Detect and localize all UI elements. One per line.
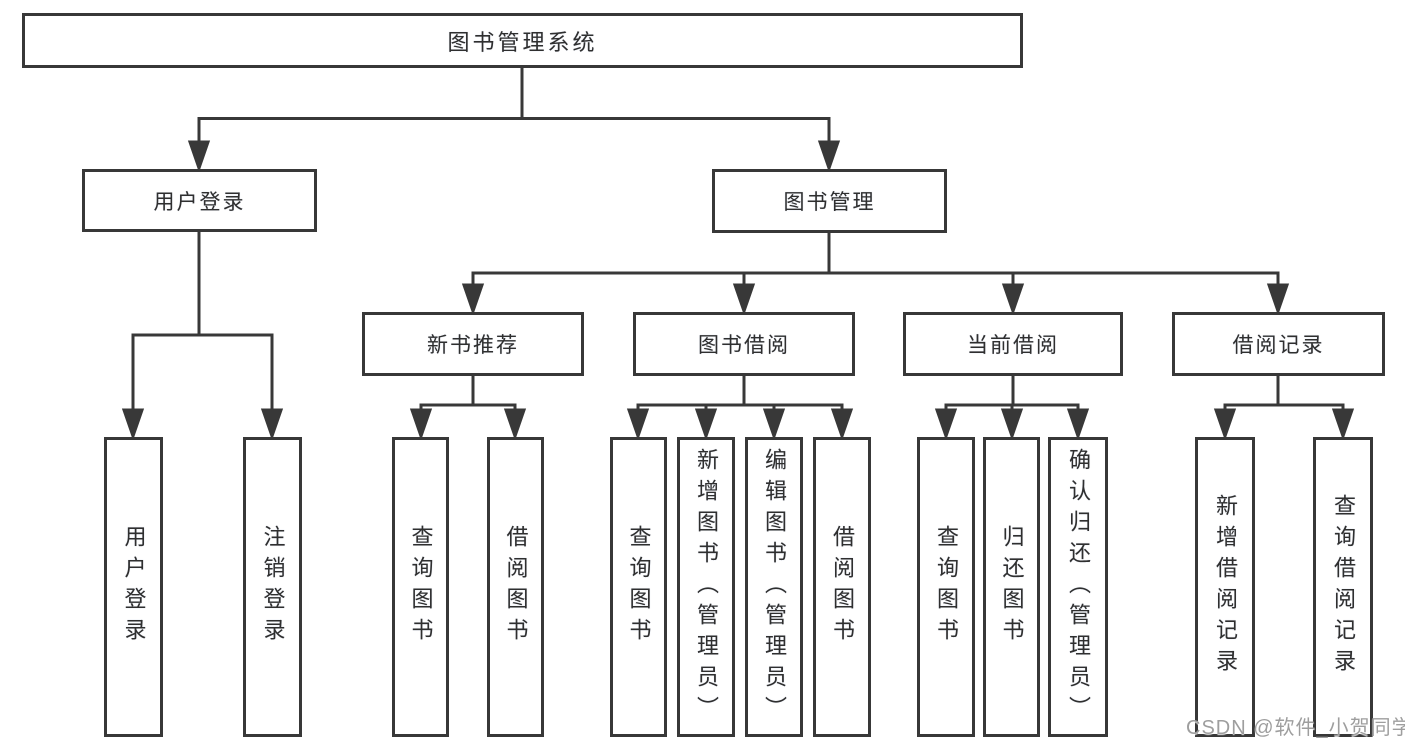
connector-current-borrow-to-leaves <box>934 376 1090 441</box>
connector-book-borrow-to-leaves <box>626 376 854 441</box>
node-current-borrow: 当前借阅 <box>903 312 1123 376</box>
node-label: 新增图书（管理员） <box>694 447 719 727</box>
node-label: 查询图书 <box>934 525 959 649</box>
leaf-current-confirm-return-admin: 确认归还（管理员） <box>1048 437 1108 737</box>
connector-new-book-recommend-to-leaves <box>409 376 527 441</box>
node-book-borrow: 图书借阅 <box>633 312 855 376</box>
node-label: 借阅图书 <box>830 525 855 649</box>
leaf-current-query-book: 查询图书 <box>917 437 975 737</box>
leaf-logout: 注销登录 <box>243 437 302 737</box>
node-root: 图书管理系统 <box>22 13 1023 68</box>
connector-user-login-to-leaves <box>121 232 284 441</box>
leaf-recommend-query-book: 查询图书 <box>392 437 449 737</box>
connector-root-to-level2 <box>187 68 841 173</box>
node-label: 借阅记录 <box>1232 334 1325 357</box>
node-label: 图书管理 <box>783 191 876 214</box>
node-label: 图书管理系统 <box>447 29 598 55</box>
node-label: 当前借阅 <box>967 334 1059 357</box>
node-label: 归还图书 <box>999 525 1025 649</box>
leaf-borrow-edit-book-admin: 编辑图书（管理员） <box>745 437 803 737</box>
leaf-borrow-borrow-book: 借阅图书 <box>813 437 871 737</box>
node-label: 注销登录 <box>260 525 286 649</box>
csdn-watermark: CSDN @软件_小贺同学 <box>1186 717 1405 739</box>
leaf-user-login: 用户登录 <box>104 437 163 737</box>
node-label: 新书推荐 <box>427 334 519 357</box>
node-book-management: 图书管理 <box>712 169 947 233</box>
node-user-login: 用户登录 <box>82 169 317 232</box>
node-label: 查询图书 <box>408 525 434 649</box>
node-label: 新增借阅记录 <box>1213 494 1238 680</box>
connector-borrow-records-to-leaves <box>1213 376 1355 441</box>
leaf-recommend-borrow-book: 借阅图书 <box>487 437 544 737</box>
connector-book-management-to-level3 <box>461 233 1290 316</box>
node-label: 查询借阅记录 <box>1331 494 1356 680</box>
node-label: 用户登录 <box>153 190 246 214</box>
node-label: 查询图书 <box>626 525 652 649</box>
node-new-book-recommend: 新书推荐 <box>362 312 584 376</box>
node-label: 图书借阅 <box>698 334 790 357</box>
node-borrow-records: 借阅记录 <box>1172 312 1385 376</box>
leaf-records-query-record: 查询借阅记录 <box>1313 437 1373 737</box>
leaf-records-add-record: 新增借阅记录 <box>1195 437 1255 737</box>
leaf-borrow-add-book-admin: 新增图书（管理员） <box>677 437 735 737</box>
leaf-borrow-query-book: 查询图书 <box>610 437 667 737</box>
node-label: 编辑图书（管理员） <box>762 447 787 727</box>
leaf-current-return-book: 归还图书 <box>983 437 1040 737</box>
node-label: 用户登录 <box>121 525 147 649</box>
node-label: 确认归还（管理员） <box>1066 447 1091 727</box>
node-label: 借阅图书 <box>503 525 529 649</box>
